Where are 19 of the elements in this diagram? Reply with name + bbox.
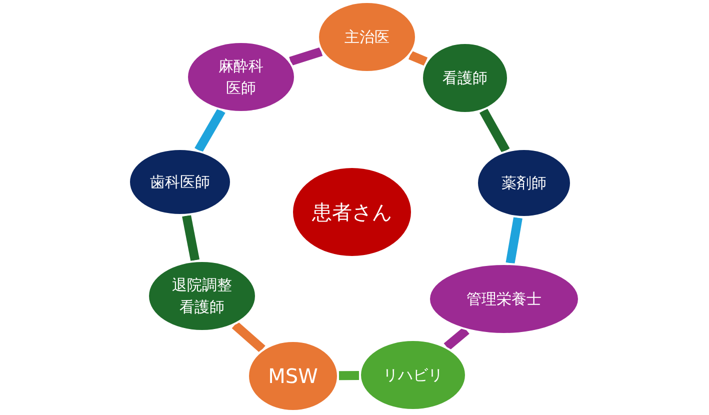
role-label: 管理栄養士	[466, 288, 542, 310]
connector-line	[506, 216, 522, 264]
connector-line	[408, 50, 428, 66]
connector-line	[182, 214, 200, 262]
connector-line	[289, 47, 323, 66]
role-label: MSW	[268, 363, 318, 390]
connector-line	[479, 108, 510, 153]
role-label: リハビリ	[383, 364, 443, 386]
role-label: 歯科医師	[150, 172, 210, 193]
connector-line	[444, 326, 470, 350]
role-label: 看護師	[442, 68, 488, 89]
connector-line	[338, 370, 360, 380]
role-label: 麻酔科医師	[218, 56, 264, 99]
role-label: 患者さん	[312, 199, 392, 226]
role-label: 退院調整看護師	[171, 274, 233, 318]
role-label: 薬剤師	[502, 172, 546, 194]
role-label: 主治医	[344, 26, 390, 48]
connector-line	[232, 322, 266, 352]
connector-line	[194, 108, 226, 152]
